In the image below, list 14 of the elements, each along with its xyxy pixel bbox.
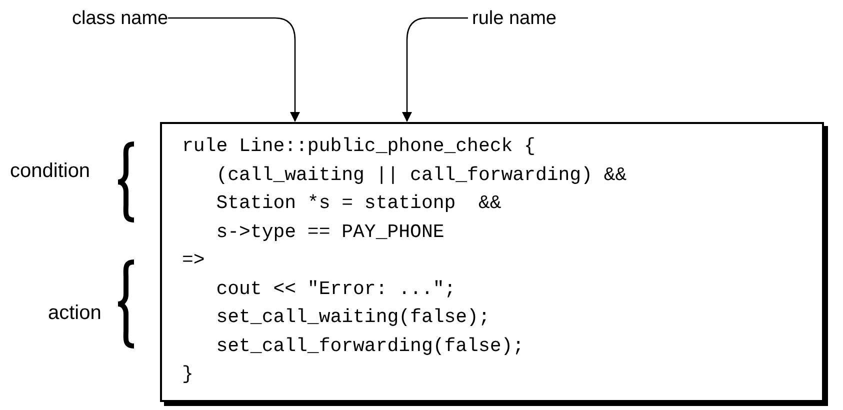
code-line: set_call_waiting(false); — [215, 305, 490, 330]
code-line: s->type == PAY_PHONE — [215, 220, 444, 244]
callout-label: rule name — [472, 5, 556, 31]
code-line: rule Line::public_phone_check { — [182, 134, 536, 159]
section-label: condition — [10, 159, 90, 184]
code-line: cout << "Error: ..."; — [215, 276, 456, 302]
code-line: } — [182, 362, 194, 387]
leader-line — [402, 17, 468, 122]
code-line: set_call_forwarding(false); — [215, 334, 524, 358]
leader-line — [168, 17, 300, 122]
section-label: action — [48, 301, 102, 326]
code-line: (call_waiting || call_forwarding) && — [215, 162, 627, 188]
code-line: => — [182, 248, 205, 273]
code-line: Station *s = stationp && — [215, 191, 502, 216]
